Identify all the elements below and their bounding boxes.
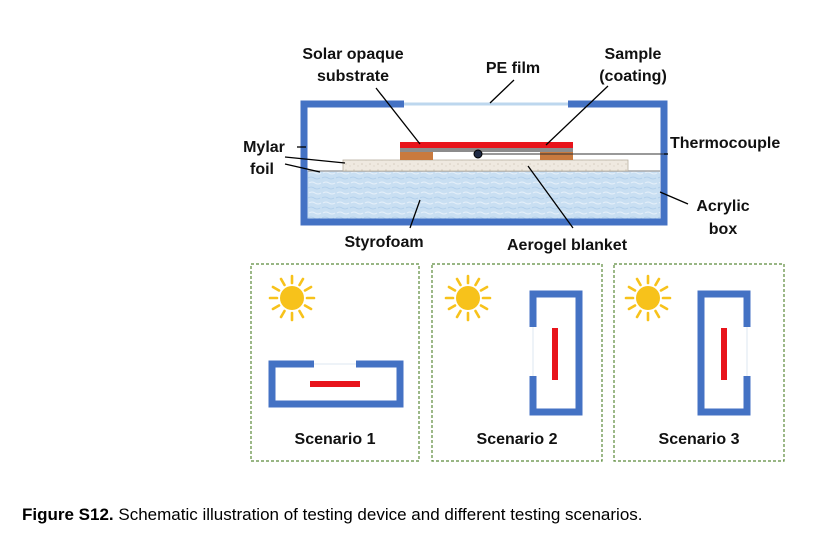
sample-coating	[400, 142, 573, 148]
sun-icon	[268, 274, 316, 322]
sun-ray	[303, 304, 313, 311]
leader-lines	[284, 79, 689, 229]
label-sample-1: Sample	[605, 46, 662, 63]
sun-ray	[271, 304, 281, 311]
thermocouple-junction	[473, 149, 483, 159]
label-sample-2: (coating)	[599, 68, 667, 85]
sun-ray	[447, 304, 457, 311]
scenario-2-device	[529, 290, 583, 416]
sun-ray	[654, 277, 661, 287]
acrylic-box	[300, 100, 668, 226]
scenario-panels: Scenario 1 Scenario 2 Scenario 3	[250, 263, 785, 462]
sun-icon	[624, 274, 672, 322]
sun-ray	[635, 277, 642, 287]
label-mylar: Mylar	[243, 139, 285, 156]
sun-ray	[479, 304, 489, 311]
sun-ray	[479, 285, 489, 292]
sun-ray	[455, 309, 462, 319]
label-foil: foil	[250, 161, 274, 178]
scenario-3-panel	[613, 263, 785, 462]
sun-ray	[298, 309, 305, 319]
sun-disc	[280, 286, 304, 310]
styrofoam-block	[307, 171, 660, 219]
sun-ray	[298, 277, 305, 287]
sun-disc	[456, 286, 480, 310]
sun-ray	[279, 277, 286, 287]
sun-ray	[303, 285, 313, 292]
label-aerogel-blanket: Aerogel blanket	[507, 237, 628, 254]
label-acrylic: Acrylic	[696, 198, 749, 215]
main-apparatus	[300, 100, 668, 226]
sun-ray	[654, 309, 661, 319]
label-box: box	[709, 221, 738, 238]
substrate-pad-left	[400, 151, 433, 160]
apparatus-labels: Solar opaque substrate PE film Sample (c…	[243, 46, 780, 254]
sun-ray	[447, 285, 457, 292]
label-pe-film: PE film	[486, 60, 540, 77]
sun-ray	[627, 285, 637, 292]
sun-ray	[635, 309, 642, 319]
caption-text: Schematic illustration of testing device…	[113, 505, 643, 524]
sun-disc	[636, 286, 660, 310]
sun-ray	[279, 309, 286, 319]
scenario-1-label: Scenario 1	[295, 431, 376, 448]
scenario-2-label: Scenario 2	[477, 431, 558, 448]
label-styrofoam: Styrofoam	[344, 234, 423, 251]
substrate-pad-right	[540, 151, 573, 160]
aerogel-blanket	[342, 159, 629, 172]
solar-opaque-substrate	[400, 148, 573, 152]
label-solar-opaque-1: Solar opaque	[302, 46, 403, 63]
sun-ray	[455, 277, 462, 287]
caption-figure-number: Figure S12.	[22, 505, 114, 524]
label-thermocouple: Thermocouple	[670, 135, 780, 152]
sun-icon	[444, 274, 492, 322]
label-solar-opaque-2: substrate	[317, 68, 389, 85]
sun-ray	[474, 277, 481, 287]
figure-caption: Figure S12. Schematic illustration of te…	[22, 505, 822, 525]
sun-ray	[271, 285, 281, 292]
sun-ray	[627, 304, 637, 311]
sun-ray	[474, 309, 481, 319]
scenario-1-device	[268, 360, 404, 408]
sun-ray	[659, 304, 669, 311]
scenario-3-label: Scenario 3	[659, 431, 740, 448]
sun-ray	[659, 285, 669, 292]
scenario-2-panel	[431, 263, 603, 462]
scenario-1-panel	[250, 263, 420, 462]
scenario-3-device	[697, 290, 751, 416]
